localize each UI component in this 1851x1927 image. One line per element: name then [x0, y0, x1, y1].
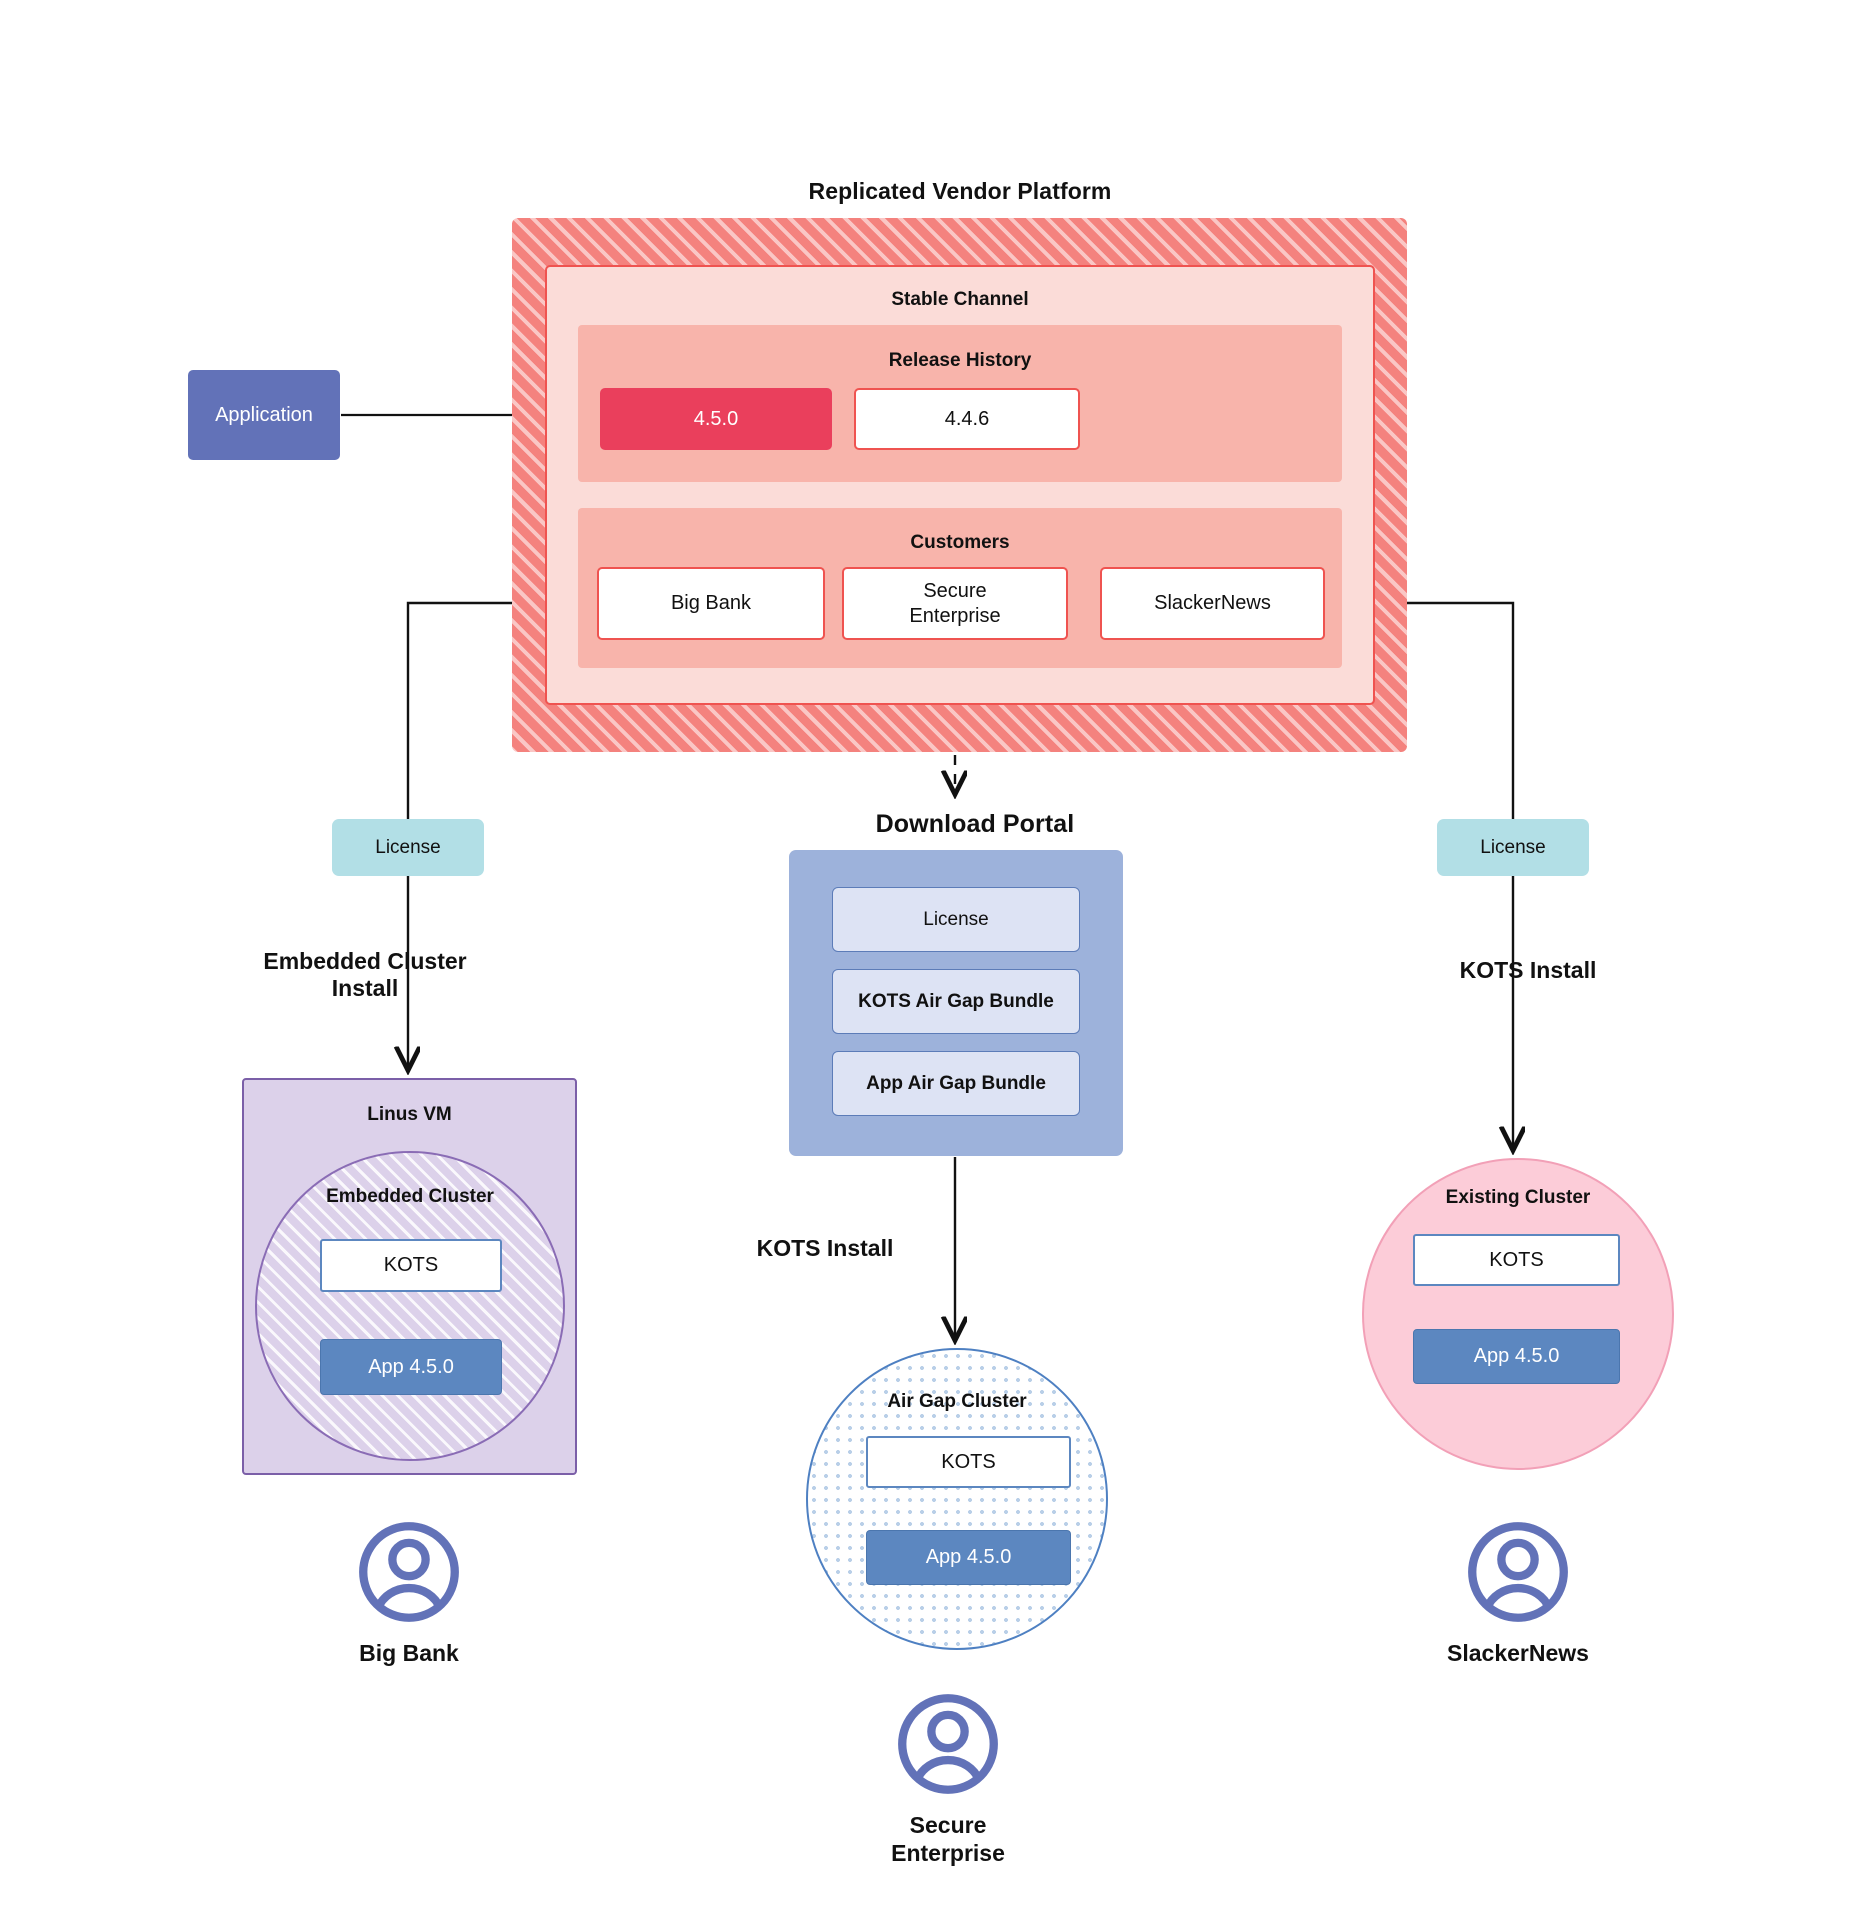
embedded-cluster-kots-node[interactable]: KOTS: [320, 1239, 502, 1292]
user-avatar-icon: [1468, 1522, 1568, 1622]
license-chip-left[interactable]: License: [332, 819, 484, 876]
embedded-cluster-app-node[interactable]: App 4.5.0: [320, 1339, 502, 1395]
download-portal-title: Download Portal: [875, 810, 1075, 838]
release-chip-current[interactable]: 4.5.0: [600, 388, 832, 450]
release-history-title: Release History: [888, 350, 1032, 371]
customer-chip-slackernews[interactable]: SlackerNews: [1100, 567, 1325, 640]
customer-chip-big-bank[interactable]: Big Bank: [597, 567, 825, 640]
portal-item-kots-air-gap-bundle[interactable]: KOTS Air Gap Bundle: [832, 969, 1080, 1034]
existing-cluster-circle: [1362, 1158, 1674, 1470]
page-title: Replicated Vendor Platform: [808, 178, 1112, 204]
customers-title: Customers: [910, 532, 1010, 553]
embedded-cluster-circle: [255, 1151, 565, 1461]
embedded-cluster-title: Embedded Cluster: [326, 1186, 494, 1207]
license-chip-right[interactable]: License: [1437, 819, 1589, 876]
linux-vm-title: Linus VM: [367, 1104, 452, 1125]
existing-cluster-app-node[interactable]: App 4.5.0: [1413, 1329, 1620, 1384]
user-avatar-icon: [898, 1694, 998, 1794]
existing-cluster-title: Existing Cluster: [1445, 1187, 1591, 1208]
air-gap-cluster-circle: [806, 1348, 1108, 1650]
release-chip-previous[interactable]: 4.4.6: [854, 388, 1080, 450]
application-node[interactable]: Application: [188, 370, 340, 460]
stable-channel-title: Stable Channel: [891, 289, 1029, 310]
portal-item-app-air-gap-bundle[interactable]: App Air Gap Bundle: [832, 1051, 1080, 1116]
air-gap-cluster-app-node[interactable]: App 4.5.0: [866, 1530, 1071, 1585]
portal-item-license[interactable]: License: [832, 887, 1080, 952]
air-gap-cluster-kots-node[interactable]: KOTS: [866, 1436, 1071, 1488]
end-user-label-slackernews: SlackerNews: [1447, 1640, 1589, 1666]
user-avatar-icon: [359, 1522, 459, 1622]
air-gap-cluster-title: Air Gap Cluster: [887, 1391, 1027, 1412]
existing-cluster-kots-node[interactable]: KOTS: [1413, 1234, 1620, 1286]
edge-label-kots-install-right: KOTS Install: [1459, 957, 1597, 983]
edge-label-kots-install-middle: KOTS Install: [756, 1235, 894, 1261]
end-user-label-big-bank: Big Bank: [359, 1640, 459, 1666]
